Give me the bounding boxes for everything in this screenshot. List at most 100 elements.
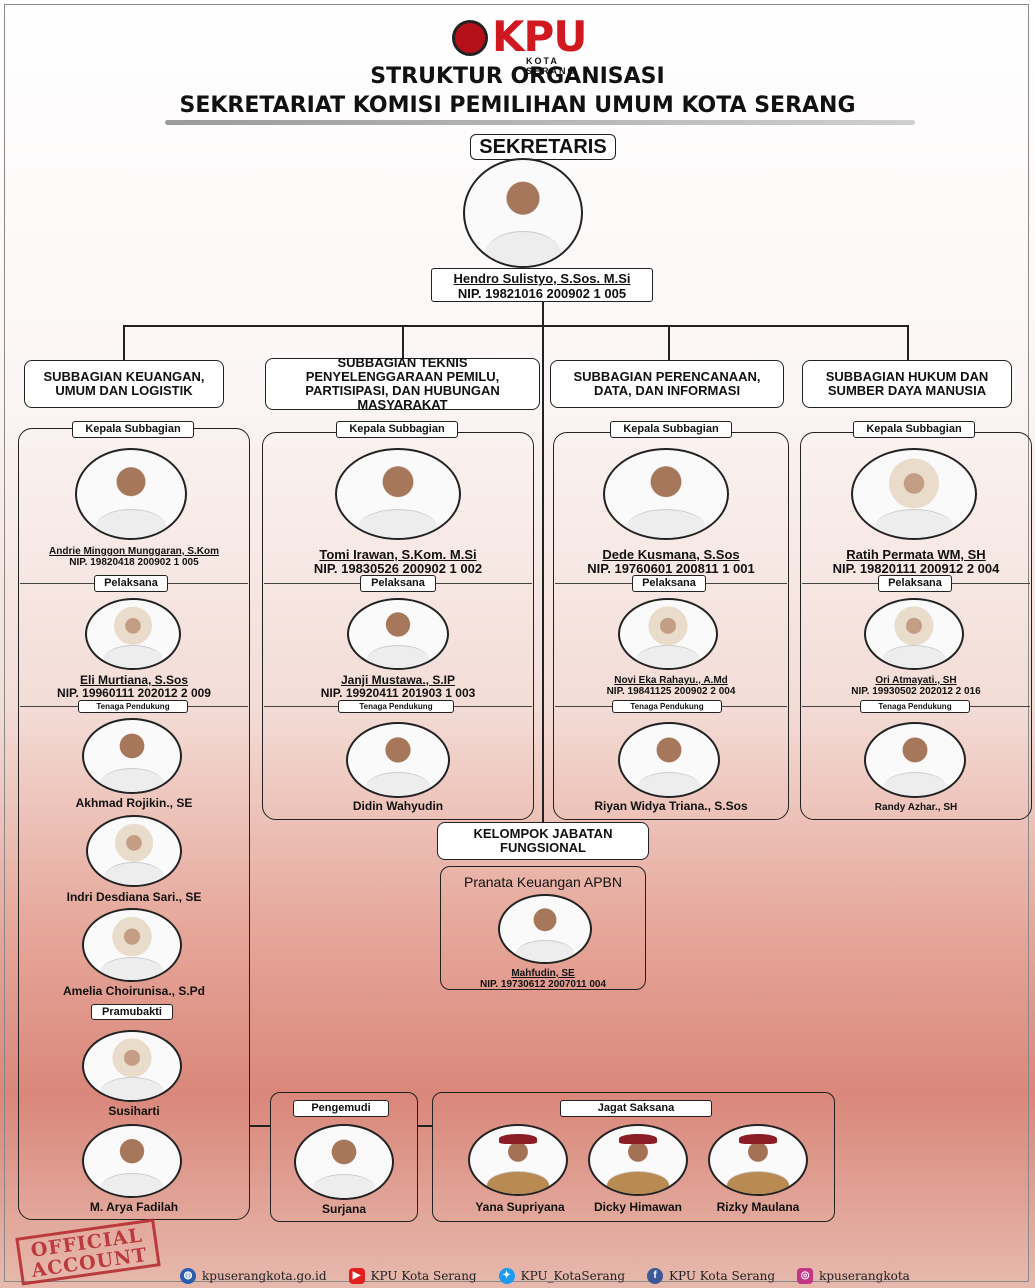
pelaksana-photo-1 xyxy=(85,598,181,670)
fungsional-photo xyxy=(498,894,592,964)
footer-social-bar: ◍ kpuserangkota.go.id ▶ KPU Kota Serang … xyxy=(180,1266,1030,1286)
pengemudi-label: Pengemudi xyxy=(293,1100,389,1117)
subbagian-header-4: SUBBAGIAN HUKUM DAN SUMBER DAYA MANUSIA xyxy=(802,360,1012,408)
pelaksana-nip-2: NIP. 19920411 201903 1 003 xyxy=(320,686,476,700)
footer-facebook[interactable]: KPU Kota Serang xyxy=(669,1269,776,1283)
branch-line-3 xyxy=(668,325,670,360)
pelaksana-label-2: Pelaksana xyxy=(360,575,436,592)
tenaga-photo-4 xyxy=(864,722,966,798)
kepala-text-2: Tomi Irawan, S.Kom. M.Si NIP. 19830526 2… xyxy=(265,548,531,576)
kepala-name-1: Andrie Minggon Munggaran, S.Kom xyxy=(49,546,219,557)
kepala-nip-4: NIP. 19820111 200912 2 004 xyxy=(832,561,1000,576)
pengemudi-photo xyxy=(294,1124,394,1200)
pramubakti-name-2: M. Arya Fadilah xyxy=(89,1200,179,1214)
tenaga-name-1a: Akhmad Rojikin., SE xyxy=(75,796,193,810)
pelaksana-photo-3 xyxy=(618,598,718,670)
kepala-label-2: Kepala Subbagian xyxy=(336,421,458,438)
jaga-name-2: Dicky Himawan xyxy=(593,1200,683,1214)
branch-line-1 xyxy=(123,325,125,360)
pelaksana-name-2: Janji Mustawa., S.IP xyxy=(340,673,456,687)
pelaksana-nip-1: NIP. 19960111 202012 2 009 xyxy=(57,686,211,700)
branch-line-2 xyxy=(402,325,404,358)
sekretaris-name-box: Hendro Sulistyo, S.Sos. M.Si NIP. 198210… xyxy=(431,268,653,302)
footer-instagram[interactable]: kpuserangkota xyxy=(819,1269,910,1283)
kepala-label-1: Kepala Subbagian xyxy=(72,421,194,438)
jaga-photo-3 xyxy=(708,1124,808,1196)
tenaga-name-1c: Amelia Choirunisa., S.Pd xyxy=(62,984,206,998)
kepala-name-3: Dede Kusmana, S.Sos xyxy=(602,547,740,562)
pelaksana-text-2: Janji Mustawa., S.IP NIP. 19920411 20190… xyxy=(265,674,531,700)
tenaga-name-2: Didin Wahyudin xyxy=(352,799,444,813)
kepala-nip-3: NIP. 19760601 200811 1 001 xyxy=(587,561,755,576)
kepala-photo-1 xyxy=(75,448,187,540)
sekretaris-label: SEKRETARIS xyxy=(470,134,616,160)
footer-youtube[interactable]: KPU Kota Serang xyxy=(370,1269,477,1283)
pramubakti-label: Pramubakti xyxy=(91,1004,173,1020)
pelaksana-text-1: Eli Murtiana, S.Sos NIP. 19960111 202012… xyxy=(22,674,246,700)
kpu-logo: KPU KOTA SERANG xyxy=(452,12,602,76)
tenaga-name-4: Randy Azhar., SH xyxy=(874,802,958,813)
pelaksana-photo-4 xyxy=(864,598,964,670)
tenaga-photo-1c xyxy=(82,908,182,982)
sekretaris-name: Hendro Sulistyo, S.Sos. M.Si xyxy=(453,271,631,286)
garuda-emblem-icon xyxy=(452,20,488,56)
jaga-name-3: Rizky Maulana xyxy=(716,1200,800,1214)
title-underline xyxy=(165,120,915,125)
kepala-name-4: Ratih Permata WM, SH xyxy=(846,547,986,562)
youtube-icon: ▶ xyxy=(348,1268,365,1284)
facebook-icon: f xyxy=(647,1268,664,1284)
pengemudi-box xyxy=(270,1092,418,1222)
kepala-photo-4 xyxy=(851,448,977,540)
kepala-photo-3 xyxy=(603,448,729,540)
pramubakti-name-1: Susiharti xyxy=(108,1104,160,1118)
connector-pengemudi xyxy=(250,1125,270,1127)
pelaksana-label-3: Pelaksana xyxy=(632,575,706,592)
fungsional-role: Pranata Keuangan APBN xyxy=(463,874,622,890)
pelaksana-name-4: Ori Atmayati., SH xyxy=(875,675,957,686)
main-vertical-line xyxy=(542,302,544,822)
footer-website[interactable]: kpuserangkota.go.id xyxy=(202,1269,327,1283)
kepala-nip-2: NIP. 19830526 200902 1 002 xyxy=(313,561,483,576)
tenaga-label-4: Tenaga Pendukung xyxy=(860,700,970,713)
instagram-icon: ◎ xyxy=(797,1268,814,1284)
pelaksana-photo-2 xyxy=(347,598,449,670)
tenaga-photo-1a xyxy=(82,718,182,794)
kepala-text-3: Dede Kusmana, S.Sos NIP. 19760601 200811… xyxy=(556,548,786,576)
pelaksana-label-4: Pelaksana xyxy=(878,575,952,592)
fungsional-header: KELOMPOK JABATAN FUNGSIONAL xyxy=(437,822,649,860)
tenaga-label-2: Tenaga Pendukung xyxy=(338,700,454,713)
kepala-text-4: Ratih Permata WM, SH NIP. 19820111 20091… xyxy=(803,548,1029,576)
fungsional-name: Mahfudin, SE xyxy=(511,968,575,979)
tenaga-label-1: Tenaga Pendukung xyxy=(78,700,188,713)
pelaksana-nip-4: NIP. 19930502 202012 2 016 xyxy=(851,686,981,697)
pramubakti-photo-2 xyxy=(82,1124,182,1198)
globe-icon: ◍ xyxy=(180,1268,196,1284)
page-subtitle: SEKRETARIAT KOMISI PEMILIHAN UMUM KOTA S… xyxy=(179,93,856,118)
kepala-nip-1: NIP. 19820418 200902 1 005 xyxy=(69,557,199,568)
branch-line-4 xyxy=(907,325,909,360)
kepala-label-4: Kepala Subbagian xyxy=(853,421,975,438)
pengemudi-name: Surjana xyxy=(321,1202,366,1216)
jaga-photo-2 xyxy=(588,1124,688,1196)
footer-twitter[interactable]: KPU_KotaSerang xyxy=(520,1269,626,1283)
tenaga-photo-1b xyxy=(86,815,182,887)
kepala-label-3: Kepala Subbagian xyxy=(610,421,732,438)
connector-jaga xyxy=(418,1125,432,1127)
kepala-text-1: Andrie Minggon Munggaran, S.Kom NIP. 198… xyxy=(22,546,246,568)
official-account-stamp: OFFICIAL ACCOUNT xyxy=(15,1218,161,1286)
sekretaris-photo xyxy=(463,158,583,268)
kepala-name-2: Tomi Irawan, S.Kom. M.Si xyxy=(319,547,477,562)
subbagian-header-3: SUBBAGIAN PERENCANAAN, DATA, DAN INFORMA… xyxy=(550,360,784,408)
tenaga-photo-2 xyxy=(346,722,450,798)
pramubakti-photo-1 xyxy=(82,1030,182,1102)
subbagian-header-2: SUBBAGIAN TEKNIS PENYELENGGARAAN PEMILU,… xyxy=(265,356,540,412)
fungsional-nip: NIP. 19730612 2007011 004 xyxy=(479,979,607,990)
tenaga-label-3: Tenaga Pendukung xyxy=(612,700,722,713)
twitter-icon: ✦ xyxy=(498,1268,515,1284)
subbagian-header-1: SUBBAGIAN KEUANGAN, UMUM DAN LOGISTIK xyxy=(24,360,224,408)
page-title: STRUKTUR ORGANISASI xyxy=(370,64,665,89)
logo-subtitle: KOTA SERANG xyxy=(526,56,577,76)
sekretaris-nip: NIP. 19821016 200902 1 005 xyxy=(457,286,627,301)
tenaga-photo-3 xyxy=(618,722,720,798)
logo-text: KPU xyxy=(492,12,587,61)
